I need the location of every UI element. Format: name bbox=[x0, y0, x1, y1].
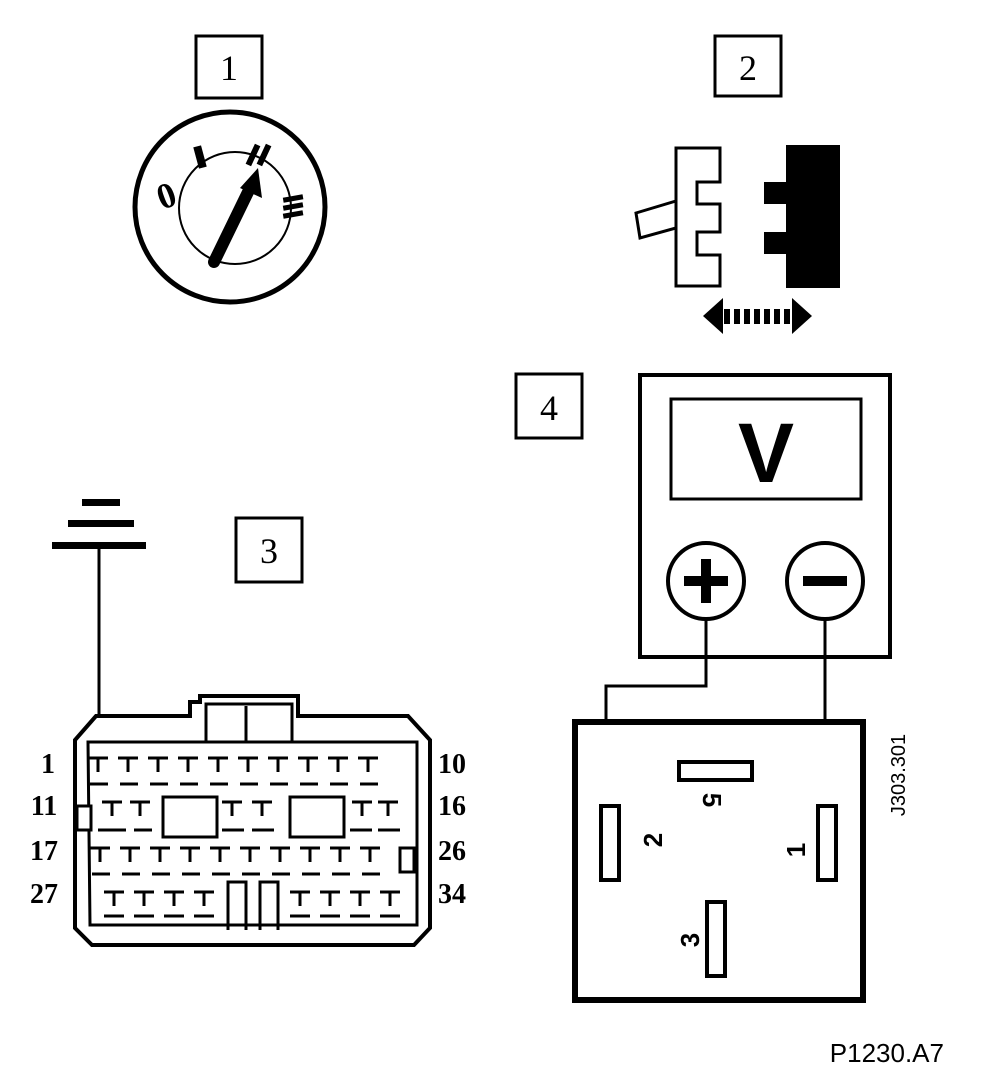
voltmeter: V bbox=[638, 373, 892, 659]
ground-symbol-icon bbox=[52, 499, 146, 748]
ecu-pin-row-3 bbox=[90, 846, 380, 876]
ecu-pin-label-11: 11 bbox=[31, 791, 57, 822]
voltmeter-plus-terminal bbox=[666, 541, 746, 621]
relay-reference-code: J303.301 bbox=[888, 734, 910, 816]
ecu-connector: 1 11 17 27 10 16 26 34 bbox=[30, 694, 466, 947]
ecu-pin-label-16: 16 bbox=[438, 791, 466, 822]
ecu-pin-row-1 bbox=[88, 756, 378, 786]
step-2-label: 2 bbox=[739, 48, 757, 88]
relay-terminal-label-3: 3 bbox=[675, 933, 705, 947]
relay-terminal-label-1: 1 bbox=[781, 843, 811, 857]
ignition-switch-icon: 0 bbox=[132, 109, 328, 305]
ecu-pin-label-34: 34 bbox=[438, 879, 466, 910]
ecu-pin-label-26: 26 bbox=[438, 836, 466, 867]
voltmeter-minus-terminal bbox=[785, 541, 865, 621]
step-1-label: 1 bbox=[220, 48, 238, 88]
step-4-label: 4 bbox=[540, 388, 558, 428]
ecu-pin-label-10: 10 bbox=[438, 749, 466, 780]
figure-code: P1230.A7 bbox=[830, 1038, 944, 1068]
ecu-pin-row-4 bbox=[104, 890, 400, 918]
relay-terminal-label-2: 2 bbox=[638, 833, 668, 847]
step-1-label-box: 1 bbox=[194, 34, 264, 100]
ecu-pin-label-1: 1 bbox=[41, 749, 55, 780]
ecu-pin-label-17: 17 bbox=[30, 836, 58, 867]
voltmeter-display: V bbox=[738, 406, 794, 500]
relay-terminal-label-5: 5 bbox=[697, 793, 727, 807]
step-3-label: 3 bbox=[260, 531, 278, 571]
relay-socket: 5 2 1 3 bbox=[572, 719, 866, 1003]
ecu-pin-row-2 bbox=[98, 800, 400, 832]
step-4-label-box: 4 bbox=[514, 372, 584, 440]
step-3-label-box: 3 bbox=[234, 516, 304, 584]
step-2-label-box: 2 bbox=[713, 34, 783, 98]
ecu-pin-label-27: 27 bbox=[30, 879, 58, 910]
connector-disconnect-icon bbox=[634, 145, 840, 334]
